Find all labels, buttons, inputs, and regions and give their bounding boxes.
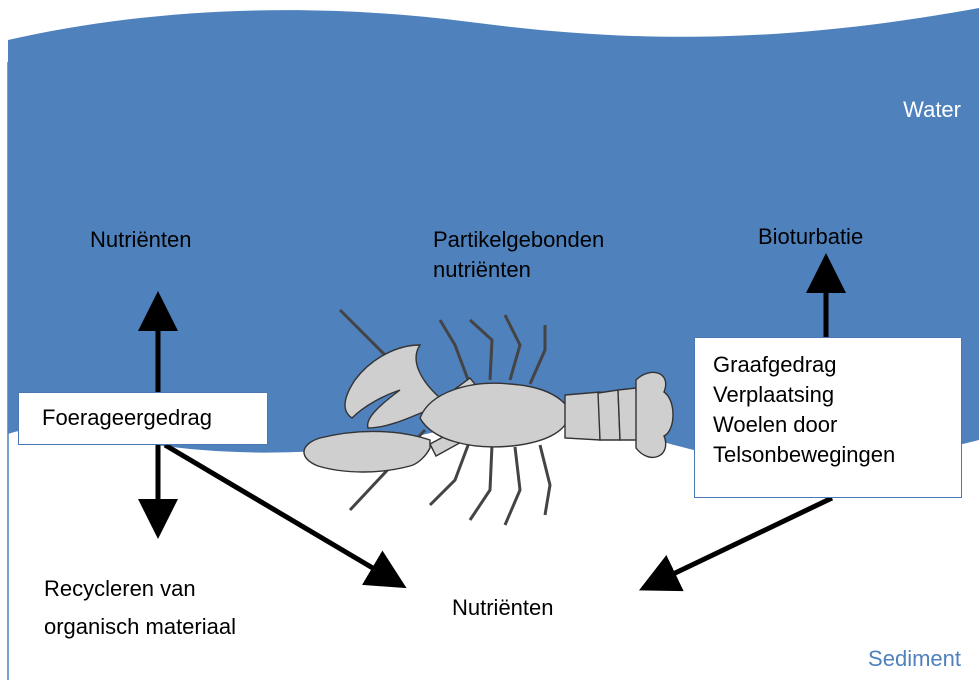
particle-bound-label-line1: Partikelgebonden [433, 225, 604, 255]
arrow-foraging-to-nutrients-bottom [165, 445, 398, 583]
nutrients-bottom-label: Nutriënten [452, 593, 554, 623]
water-zone-label: Water [903, 97, 961, 123]
foraging-box: Foerageergedrag [18, 392, 268, 445]
behaviour-item: Woelen door [713, 410, 895, 440]
recycling-label-line1: Recycleren van [44, 574, 196, 604]
sediment-zone-label: Sediment [868, 646, 961, 672]
behaviour-item: Verplaatsing [713, 380, 895, 410]
behaviour-item: Telsonbewegingen [713, 440, 895, 470]
arrow-behaviours-to-nutrients-bottom [648, 498, 832, 586]
foraging-box-label: Foerageergedrag [42, 403, 212, 433]
behaviour-item: Graafgedrag [713, 350, 895, 380]
behaviours-box: Graafgedrag Verplaatsing Woelen door Tel… [694, 337, 962, 498]
recycling-label-line2: organisch materiaal [44, 612, 236, 642]
nutrients-top-label: Nutriënten [90, 225, 192, 255]
bioturbation-label: Bioturbatie [758, 222, 863, 252]
particle-bound-label-line2: nutriënten [433, 255, 531, 285]
